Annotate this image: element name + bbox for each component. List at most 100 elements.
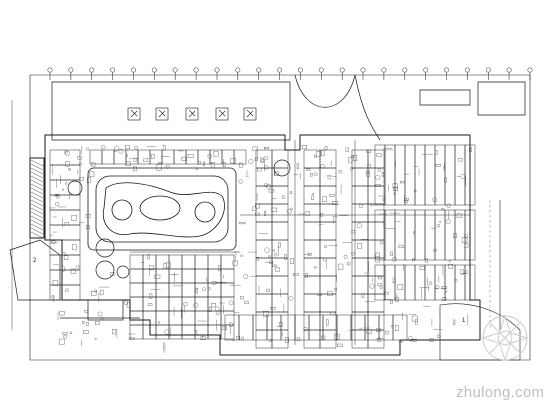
room-cell [194, 254, 209, 270]
room-cell [49, 254, 81, 271]
room-cell [194, 268, 209, 284]
fixture [95, 321, 100, 325]
room-cell [367, 203, 385, 223]
room-cell [303, 221, 321, 241]
plaza-outline [51, 74, 526, 141]
planter-square [155, 107, 169, 121]
fixture [361, 293, 365, 298]
fixture-circle [164, 329, 170, 335]
fixture [84, 310, 89, 313]
room-cell [255, 221, 273, 241]
fixture-circle [379, 286, 383, 290]
room-cell [194, 310, 209, 326]
fixture [99, 289, 104, 296]
room-cell [207, 254, 222, 270]
room-cell [155, 324, 170, 340]
fixture [327, 290, 333, 296]
room-cell [303, 167, 321, 187]
grid-bubble [381, 67, 387, 73]
fixture [218, 265, 221, 272]
room-cell [255, 293, 273, 313]
room-cell [303, 185, 321, 205]
fixture-circle [393, 192, 396, 195]
fixture [357, 243, 362, 249]
room-cell [271, 203, 289, 223]
fixture [72, 244, 77, 251]
hatch-line [30, 219, 44, 227]
grid-bubble [193, 67, 199, 73]
room-cell [255, 167, 273, 187]
hatch-line [30, 179, 44, 187]
fixture [266, 288, 270, 292]
planter-mark [246, 109, 254, 118]
fixture-circle [264, 183, 268, 188]
fixture-circle [435, 285, 440, 290]
fixture [254, 157, 258, 161]
fixture [345, 147, 349, 152]
room-cell [255, 329, 273, 349]
room-cell [168, 296, 183, 312]
room-cell [252, 314, 268, 341]
hatch-line [30, 207, 44, 215]
fixture-circle [369, 283, 375, 289]
fixture [162, 145, 166, 151]
fixture-circle [63, 334, 68, 339]
fixture-circle [432, 197, 437, 202]
room-cell [101, 149, 115, 165]
room-cell [129, 324, 144, 340]
room-cell [454, 144, 466, 206]
fixture [213, 151, 219, 157]
planter-mark [188, 109, 196, 118]
room-cell [181, 324, 196, 340]
room-cell [374, 209, 386, 261]
room-cell [367, 167, 385, 187]
planter-mark [130, 109, 138, 118]
fixture-circle [134, 145, 138, 150]
room-cell [434, 209, 446, 261]
fixture [65, 288, 69, 292]
fixture-details [50, 145, 491, 354]
room-cell [49, 164, 81, 181]
lower-left-wing [9, 239, 140, 321]
fixture [158, 162, 163, 164]
fixture [143, 158, 149, 162]
planter-square [243, 107, 257, 121]
fixture-circle [379, 240, 384, 245]
room-cell [364, 314, 380, 341]
fixture [65, 161, 70, 167]
fixture [284, 254, 287, 260]
fixture-circle [62, 188, 65, 191]
fixture [270, 307, 276, 310]
grid-bubble [89, 67, 95, 73]
planter-square [185, 107, 199, 121]
room-cell [303, 239, 321, 259]
grid-bubble [297, 67, 303, 73]
room-cell [303, 275, 321, 295]
room-cell [351, 149, 369, 169]
fixture-circle [268, 255, 271, 258]
fixture [469, 147, 472, 152]
fixture-circle [94, 337, 97, 340]
fixture [461, 237, 468, 243]
fixture [330, 312, 336, 316]
room-cell [137, 149, 151, 165]
fixture-circle [408, 336, 413, 342]
fixture [86, 322, 89, 326]
fixture [51, 240, 56, 244]
fixture [149, 293, 153, 299]
fixture [429, 337, 434, 342]
hatch-line [30, 211, 44, 219]
room-cell [220, 324, 235, 340]
room-cell [319, 329, 337, 349]
hatch-line [30, 171, 44, 179]
fixture [71, 215, 77, 221]
fixture-circle [445, 219, 451, 224]
fixture [406, 198, 409, 201]
fixture [314, 154, 317, 158]
fixture [317, 293, 322, 296]
fixture [197, 161, 201, 165]
fixture [307, 252, 312, 256]
room-cell [367, 329, 385, 349]
room-cell [351, 167, 369, 187]
